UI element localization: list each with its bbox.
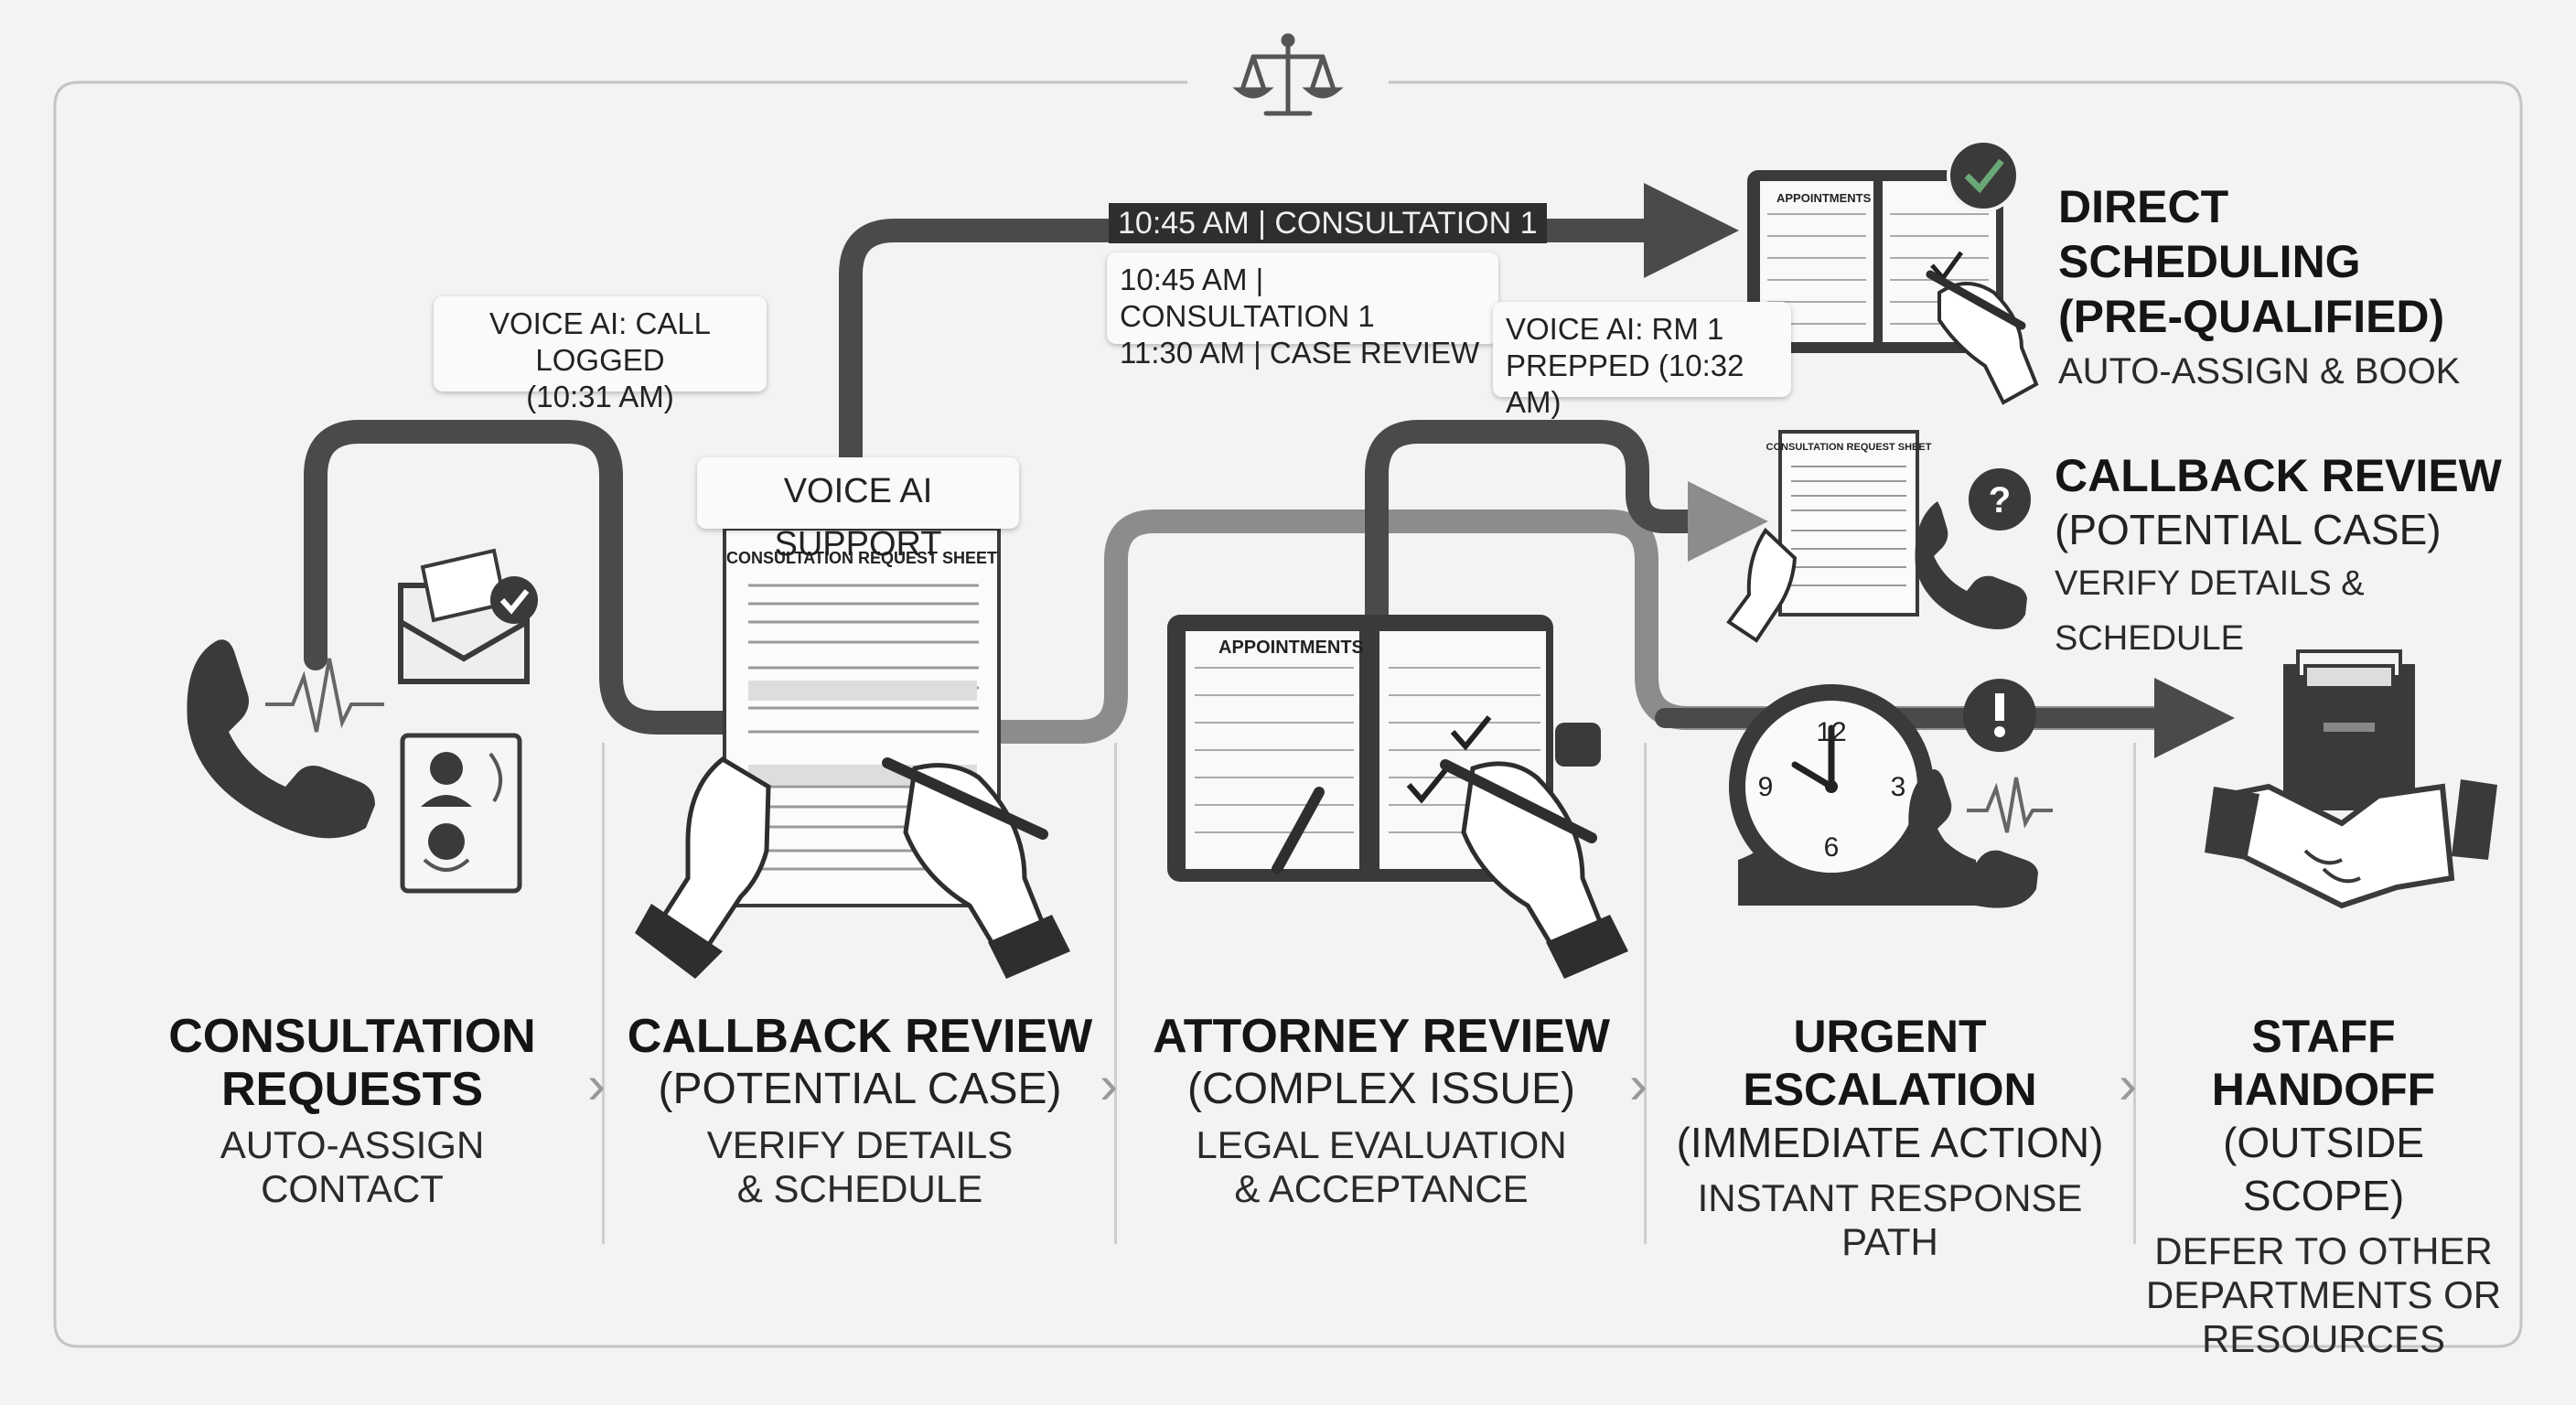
flow-line-main bbox=[304, 420, 744, 735]
stage-title: ATTORNEY REVIEW bbox=[1153, 1010, 1610, 1063]
phone-icon bbox=[187, 639, 375, 839]
pulse-line bbox=[265, 658, 384, 733]
outcome-title: DIRECT SCHEDULING bbox=[2058, 181, 2361, 287]
check-icon bbox=[1947, 139, 2020, 212]
hands-with-pen-icon bbox=[635, 756, 1070, 979]
stage-subtitle: (IMMEDIATE ACTION) bbox=[1676, 1119, 2104, 1166]
pulse-line bbox=[1967, 777, 2053, 833]
stage-callback-review: CALLBACK REVIEW (POTENTIAL CASE) VERIFY … bbox=[622, 1010, 1098, 1211]
file-box-icon bbox=[2283, 649, 2415, 810]
outer-frame bbox=[53, 80, 2523, 1348]
alert-icon bbox=[1963, 679, 2036, 752]
chevron-right-icon: › bbox=[2119, 1054, 2137, 1115]
consultation-badge: 10:45 AM | CONSULTATION 1 bbox=[1109, 203, 1547, 243]
column-divider bbox=[602, 743, 605, 1244]
stage-staff-handoff: STAFF HANDOFF (OUTSIDE SCOPE) DEFER TO O… bbox=[2141, 1010, 2506, 1361]
stage-urgent-escalation: URGENT ESCALATION (IMMEDIATE ACTION) INS… bbox=[1652, 1010, 2128, 1264]
callback-sheet-title: CONSULTATION REQUEST SHEET bbox=[1766, 442, 1932, 453]
outcome-subtitle: (POTENTIAL CASE) bbox=[2055, 506, 2442, 553]
numeral-6: 6 bbox=[1824, 832, 1840, 863]
outcome-description: AUTO-ASSIGN & BOOK bbox=[2058, 351, 2461, 391]
chevron-right-icon: › bbox=[1629, 1054, 1648, 1115]
profile-card-icon bbox=[400, 733, 522, 894]
envelope-check-icon bbox=[398, 548, 538, 684]
call-logged-callout: VOICE AI: CALL LOGGED (10:31 AM) bbox=[434, 296, 767, 413]
outcome-description: VERIFY DETAILS & SCHEDULE bbox=[2055, 564, 2365, 658]
rm-prepped-callout: VOICE AI: RM 1 PREPPED (10:32 AM) bbox=[1493, 302, 1791, 419]
stage-subtitle: (OUTSIDE SCOPE) bbox=[2223, 1119, 2424, 1219]
planner-title: APPOINTMENTS bbox=[1218, 638, 1364, 658]
stage-consultation-requests: CONSULTATION REQUESTS AUTO-ASSIGN CONTAC… bbox=[128, 1010, 576, 1211]
stage-description: AUTO-ASSIGN CONTACT bbox=[220, 1123, 485, 1210]
stage-title: CALLBACK REVIEW bbox=[627, 1010, 1093, 1063]
voice-ai-support-callout: VOICE AI SUPPORT bbox=[697, 457, 1019, 563]
scales-of-justice-icon bbox=[1232, 33, 1344, 116]
stage-title: STAFF HANDOFF bbox=[2211, 1011, 2436, 1115]
chevron-right-icon: › bbox=[1100, 1054, 1118, 1115]
stage-attorney-review: ATTORNEY REVIEW (COMPLEX ISSUE) LEGAL EV… bbox=[1134, 1010, 1628, 1211]
column-divider bbox=[1114, 743, 1117, 1244]
appointment-planner-icon bbox=[1747, 170, 2039, 405]
handshake-icon bbox=[2205, 779, 2497, 909]
schedule-list-callout: 10:45 AM | CONSULTATION 1 11:30 AM | CAS… bbox=[1107, 252, 1498, 370]
outcome-callback-review: CALLBACK REVIEW (POTENTIAL CASE) VERIFY … bbox=[2055, 448, 2549, 666]
outcome-subtitle: (PRE-QUALIFIED) bbox=[2058, 291, 2445, 342]
stage-description: LEGAL EVALUATION & ACCEPTANCE bbox=[1196, 1123, 1567, 1210]
appointment-planner-icon bbox=[1167, 615, 1628, 979]
column-divider bbox=[2133, 743, 2136, 1244]
sheet-title: CONSULTATION REQUEST SHEET bbox=[726, 549, 997, 567]
stage-subtitle: (POTENTIAL CASE) bbox=[658, 1065, 1062, 1113]
stage-description: INSTANT RESPONSE PATH bbox=[1697, 1176, 2083, 1263]
flow-line-direct-scheduling bbox=[839, 183, 1739, 524]
stage-title: CONSULTATION REQUESTS bbox=[168, 1010, 536, 1116]
numeral-12: 12 bbox=[1816, 717, 1846, 747]
numeral-9: 9 bbox=[1758, 772, 1774, 802]
question-mark: ? bbox=[1989, 480, 2011, 520]
stage-description: VERIFY DETAILS & SCHEDULE bbox=[706, 1123, 1014, 1210]
direct-planner-title: APPOINTMENTS bbox=[1776, 191, 1872, 205]
column-divider bbox=[1644, 743, 1647, 1244]
flow-line-light bbox=[985, 509, 2207, 744]
outcome-title: CALLBACK REVIEW bbox=[2055, 450, 2502, 501]
phone-icon bbox=[1908, 769, 2038, 908]
stage-description: DEFER TO OTHER DEPARTMENTS OR RESOURCES bbox=[2145, 1229, 2502, 1360]
clipboard-form-icon bbox=[1726, 430, 1919, 643]
clock-numerals: 12 3 6 9 bbox=[1758, 717, 1906, 863]
phone-icon bbox=[1915, 500, 2027, 629]
outcome-direct-scheduling: DIRECT SCHEDULING (PRE-QUALIFIED) AUTO-A… bbox=[2058, 179, 2534, 399]
alarm-clock-icon bbox=[1729, 684, 1976, 906]
stage-title: URGENT ESCALATION bbox=[1743, 1011, 2037, 1115]
numeral-3: 3 bbox=[1891, 772, 1906, 802]
flow-line-urgent-to-handoff bbox=[1365, 420, 1721, 835]
chevron-right-icon: › bbox=[587, 1054, 606, 1115]
stage-subtitle: (COMPLEX ISSUE) bbox=[1186, 1065, 1576, 1113]
question-icon bbox=[1965, 465, 2034, 534]
